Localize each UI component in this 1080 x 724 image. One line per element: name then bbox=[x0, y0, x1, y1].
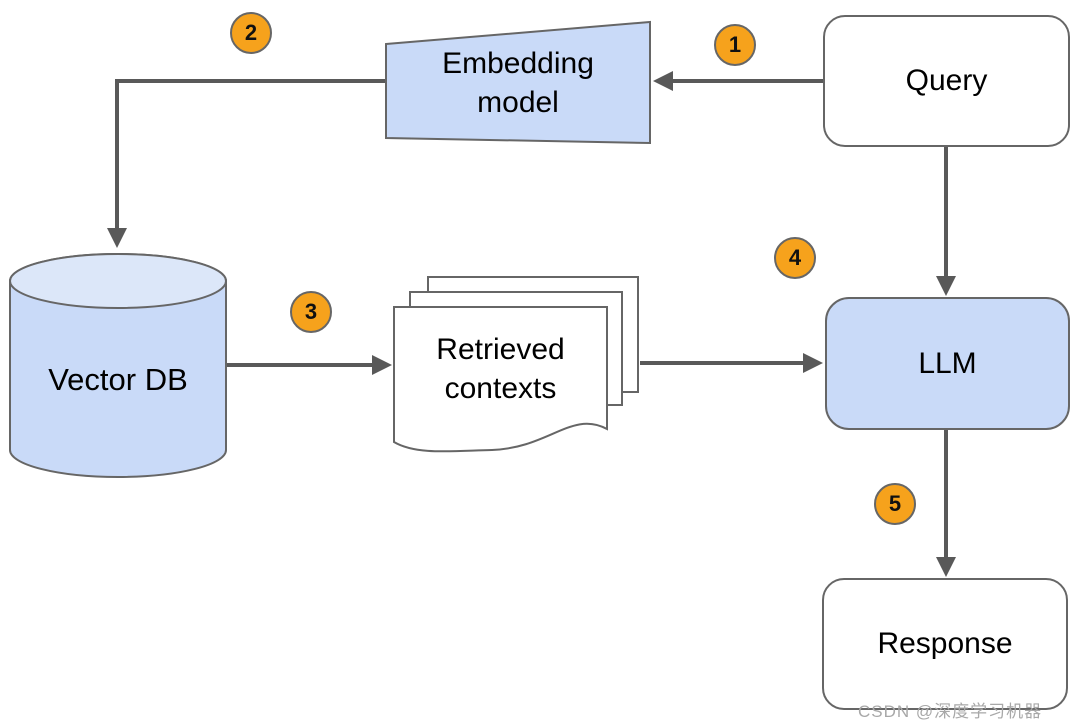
arrow-query-to-llm bbox=[936, 147, 956, 296]
retrieved-contexts-label: Retrieved contexts bbox=[436, 333, 565, 405]
arrowhead-right-icon bbox=[372, 355, 392, 375]
query-label: Query bbox=[905, 64, 988, 97]
response-label: Response bbox=[877, 627, 1013, 660]
query-node: Query bbox=[823, 15, 1070, 147]
llm-label: LLM bbox=[918, 346, 977, 380]
arrow-llm-to-response bbox=[936, 430, 956, 577]
vector-db-label: Vector DB bbox=[48, 362, 188, 398]
vector-db-shape bbox=[9, 253, 227, 478]
embedding-model-shape bbox=[385, 20, 651, 145]
step-badge-1: 1 bbox=[714, 24, 756, 66]
arrow-vectordb-to-contexts bbox=[227, 355, 392, 375]
watermark-text: CSDN @深度学习机器 bbox=[858, 702, 1043, 721]
arrowhead-down-icon bbox=[936, 557, 956, 577]
step-badge-2: 2 bbox=[230, 12, 272, 54]
arrowhead-left-icon bbox=[653, 71, 673, 91]
arrow-contexts-to-llm bbox=[640, 353, 823, 373]
response-node: Response bbox=[822, 578, 1068, 710]
arrowhead-right-icon bbox=[803, 353, 823, 373]
arrow-query-to-embedding bbox=[653, 71, 823, 91]
llm-node: LLM bbox=[825, 297, 1070, 430]
step-badge-3: 3 bbox=[290, 291, 332, 333]
arrow-embedding-to-vectordb bbox=[107, 79, 386, 248]
arrowhead-down-icon bbox=[936, 276, 956, 296]
step-badge-4: 4 bbox=[774, 237, 816, 279]
step-badge-5: 5 bbox=[874, 483, 916, 525]
arrowhead-down-icon bbox=[107, 228, 127, 248]
cylinder-top bbox=[9, 253, 227, 309]
document-front bbox=[393, 306, 608, 453]
embedding-model-label: Embedding model bbox=[442, 47, 594, 119]
retrieved-contexts-shape bbox=[393, 276, 639, 453]
